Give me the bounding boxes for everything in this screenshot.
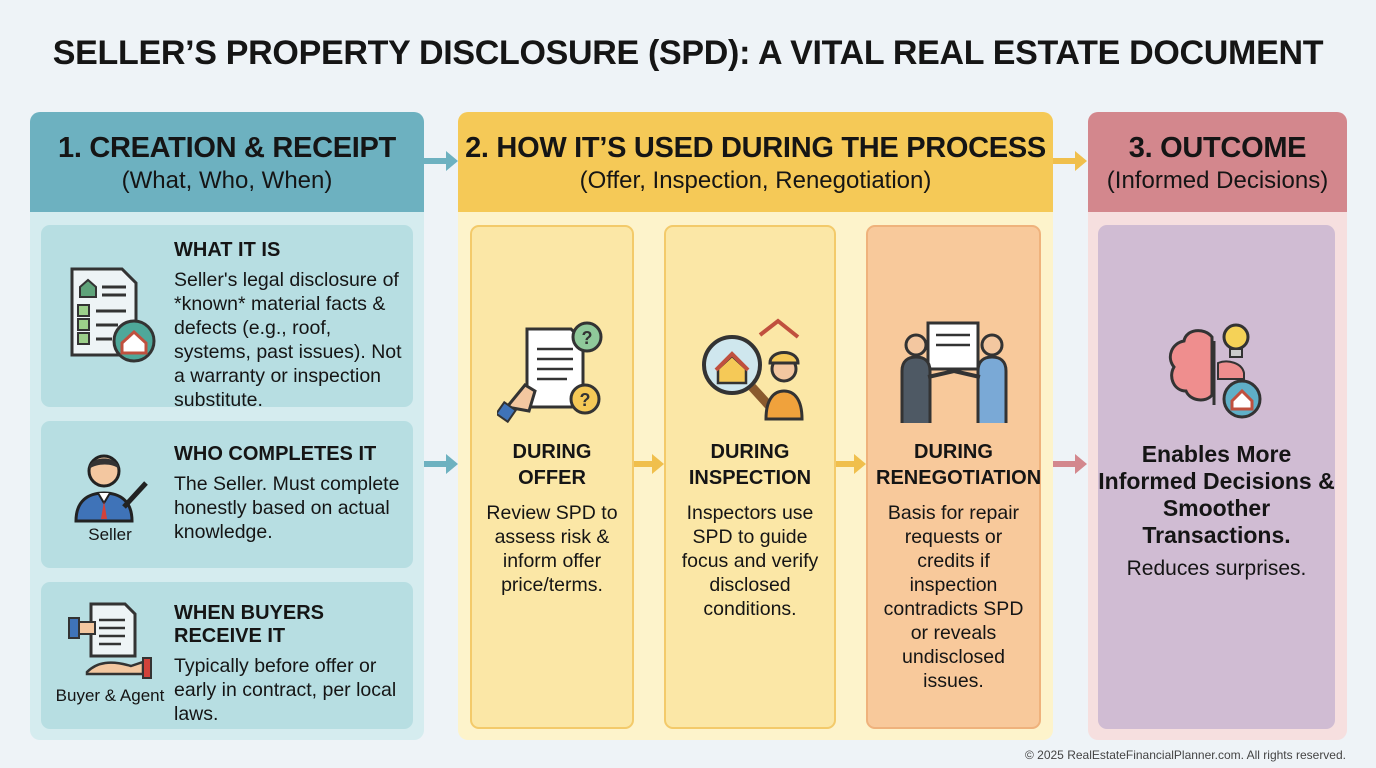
seller-caption: Seller [88,525,132,544]
outcome-card: Enables More Informed Decisions & Smooth… [1098,225,1335,729]
buyer-agent-caption: Buyer & Agent [55,686,165,705]
section-subheading: (Offer, Inspection, Renegotiation) [579,167,932,194]
arrow-right-icon [1053,151,1087,171]
section-header: 3. OUTCOME (Informed Decisions) [1088,112,1347,212]
brain-lightbulb-house-icon [1168,323,1261,419]
card-body: Typically before offer or early in contr… [174,655,397,725]
section-header: 2. HOW IT’S USED DURING THE PROCESS (Off… [458,112,1053,212]
card-who-completes-it: Seller WHO COMPLETES IT The Seller. Must… [41,421,413,568]
handshake-document-icon [900,321,1007,423]
section-how-its-used: 2. HOW IT’S USED DURING THE PROCESS (Off… [458,112,1053,740]
stage-during-offer: ?? DURING OFFER Review SPD to assess ris… [470,225,634,729]
outcome-main: Enables More Informed Decisions & Smooth… [1098,441,1335,548]
stage-body: Basis for repair requests or credits if … [883,502,1024,692]
section-subheading: (What, Who, When) [121,167,333,194]
card-when-buyers-receive-it: Buyer & Agent WHEN BUYERS RECEIVE IT Typ… [41,582,413,729]
stage-during-renegotiation: DURING RENEGOTIATION Basis for repair re… [866,225,1041,729]
card-heading: WHAT IT IS [174,239,281,261]
card-what-it-is: WHAT IT IS Seller's legal disclosure of … [41,225,413,411]
card-heading: WHEN BUYERS RECEIVE IT [174,602,325,647]
section-header: 1. CREATION & RECEIPT (What, Who, When) [30,112,424,212]
arrow-right-icon [424,151,458,171]
copyright-footer: © 2025 RealEstateFinancialPlanner.com. A… [1024,748,1346,762]
seller-writing-icon: Seller [55,443,165,545]
arrow-right-icon [836,454,866,474]
stage-body: Review SPD to assess risk & inform offer… [486,502,618,596]
arrow-right-icon [1053,454,1087,474]
section-heading: 2. HOW IT’S USED DURING THE PROCESS [465,132,1046,164]
stage-heading: DURING RENEGOTIATION [876,441,1042,489]
outcome-body: Reduces surprises. [1126,557,1307,580]
document-question-icon: ?? [497,321,603,424]
card-body: The Seller. Must complete honestly based… [174,473,400,543]
checklist-document-icon [55,265,165,365]
stage-heading: DURING OFFER [512,441,592,489]
inspector-magnifier-icon [702,318,804,421]
svg-text:?: ? [582,328,593,348]
section-heading: 1. CREATION & RECEIPT [58,132,396,164]
section-creation-receipt: 1. CREATION & RECEIPT (What, Who, When) … [30,112,424,740]
arrow-right-icon [634,454,664,474]
stage-heading: DURING INSPECTION [688,441,812,489]
card-heading: WHO COMPLETES IT [174,443,377,465]
document-handoff-icon: Buyer & Agent [55,600,165,706]
stage-body: Inspectors use SPD to guide focus and ve… [681,502,819,620]
page-title: SELLER’S PROPERTY DISCLOSURE (SPD): A VI… [52,34,1324,72]
arrow-right-icon [424,454,458,474]
section-heading: 3. OUTCOME [1128,132,1307,164]
section-subheading: (Informed Decisions) [1106,167,1329,194]
section-outcome: 3. OUTCOME (Informed Decisions) Enables … [1088,112,1347,740]
card-body: Seller's legal disclosure of *known* mat… [174,269,402,411]
svg-text:?: ? [580,390,591,410]
stage-during-inspection: DURING INSPECTION Inspectors use SPD to … [664,225,836,729]
